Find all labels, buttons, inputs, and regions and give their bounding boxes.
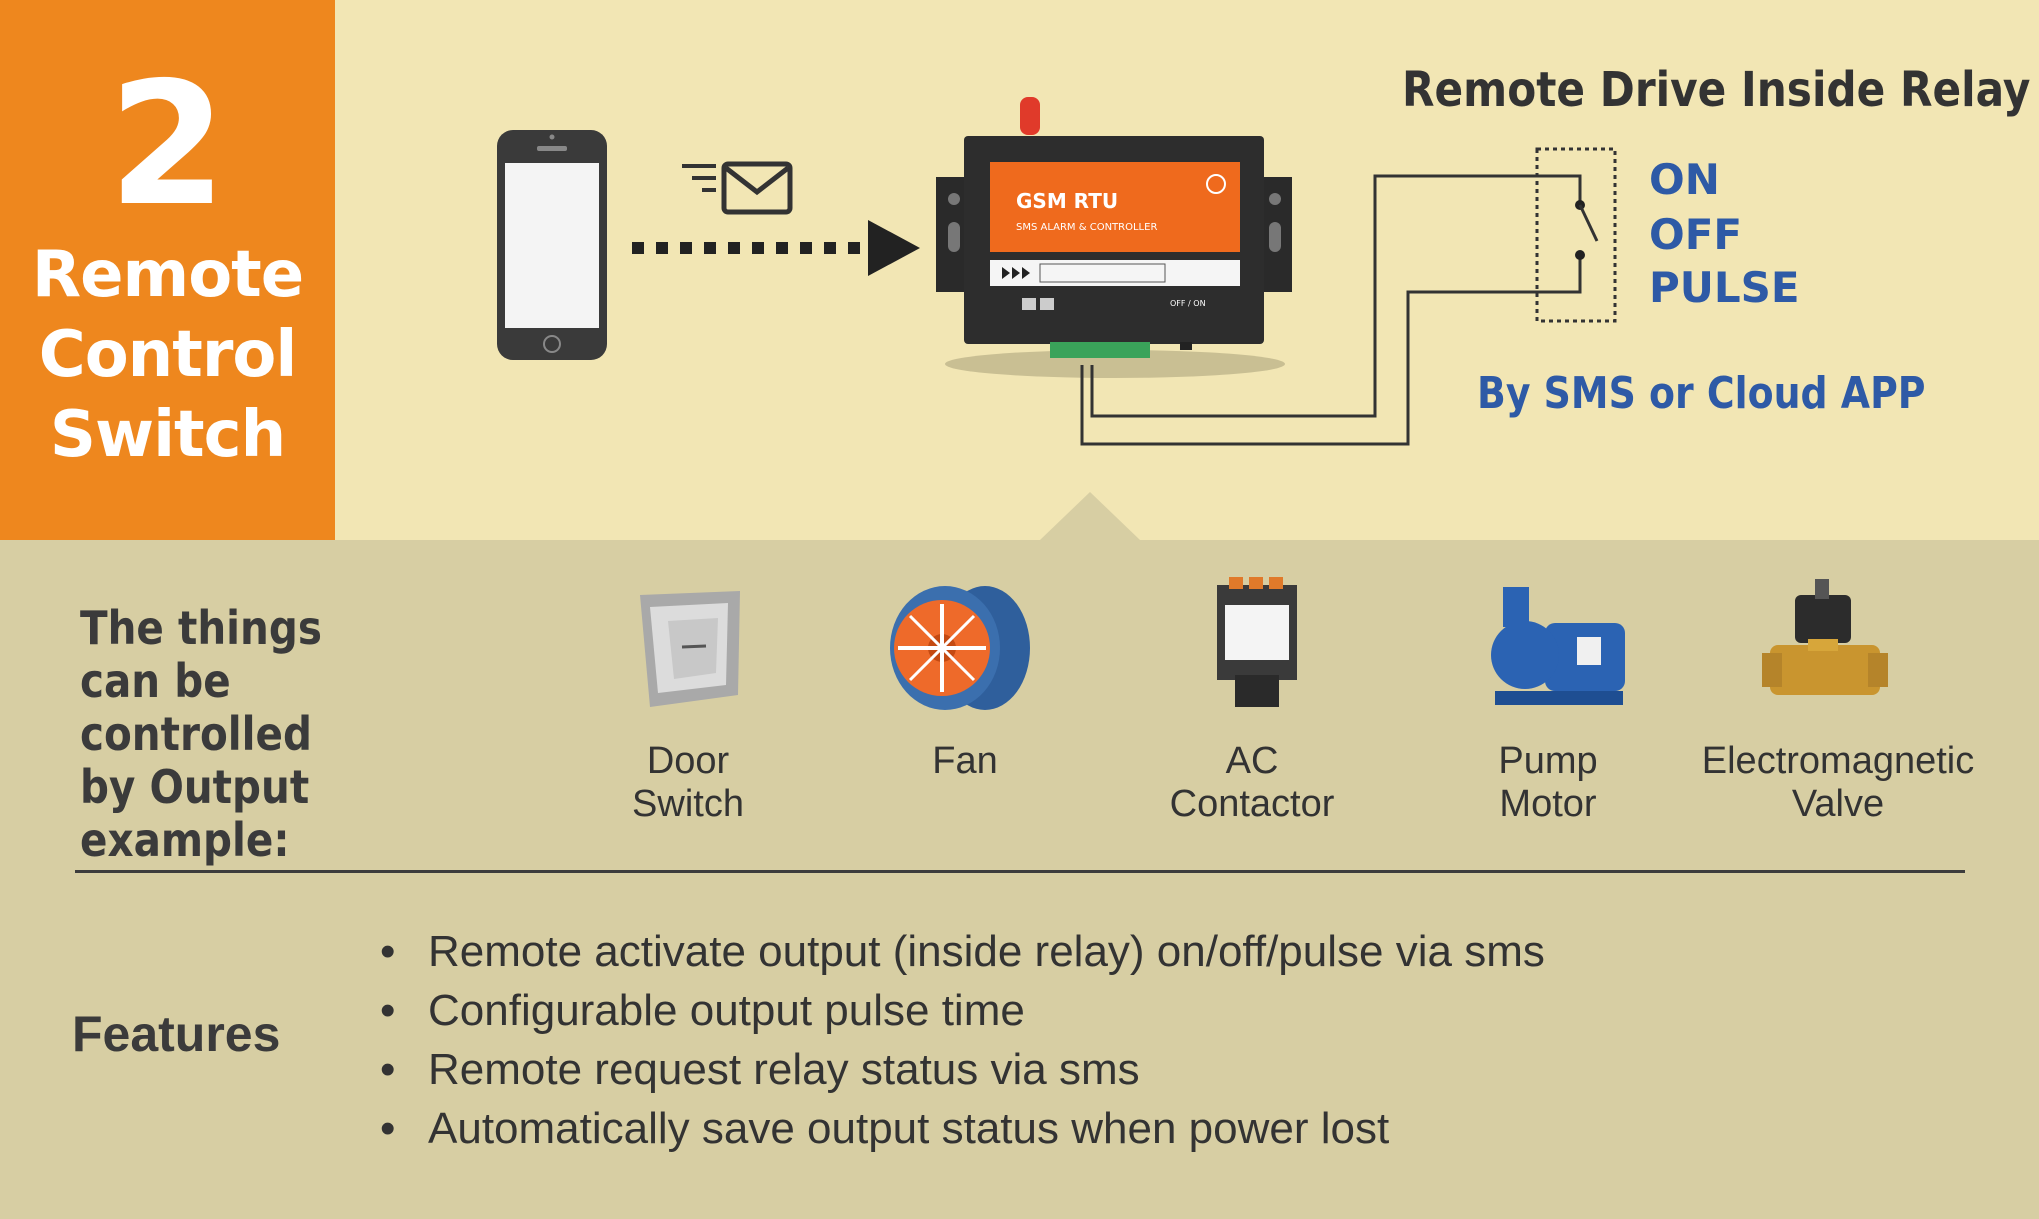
relay-switch-icon xyxy=(1535,147,1617,323)
badge-line-2: Control xyxy=(38,318,298,392)
relay-title: Remote Drive Inside Relay xyxy=(1402,62,2031,118)
item-door-switch: Door Switch xyxy=(632,740,744,825)
message-envelope-icon xyxy=(682,161,793,215)
control-method: By SMS or Cloud APP xyxy=(1477,368,1926,419)
controlled-heading: The things can be controlled by Output e… xyxy=(80,601,322,867)
valve-icon xyxy=(1762,579,1888,695)
section-divider xyxy=(75,870,1965,873)
badge-line-3: Switch xyxy=(49,398,286,472)
features-list: •Remote activate output (inside relay) o… xyxy=(380,922,1545,1158)
feature-item: •Automatically save output status when p… xyxy=(380,1099,1545,1158)
mode-off: OFF xyxy=(1649,210,1743,259)
item-pump-motor: Pump Motor xyxy=(1498,740,1598,825)
item-fan: Fan xyxy=(932,740,998,782)
bullet-icon: • xyxy=(380,1045,396,1094)
contactor-icon xyxy=(1217,577,1297,707)
bullet-icon: • xyxy=(380,986,396,1035)
feature-item: •Remote request relay status via sms xyxy=(380,1040,1545,1099)
sms-arrow xyxy=(632,220,920,276)
item-ac-contactor: AC Contactor xyxy=(1169,740,1335,825)
step-badge: 2 Remote Control Switch xyxy=(0,0,335,540)
mode-on: ON xyxy=(1649,155,1720,204)
relay-wiring xyxy=(1080,174,1582,446)
feature-item: •Configurable output pulse time xyxy=(380,981,1545,1040)
feature-item: •Remote activate output (inside relay) o… xyxy=(380,922,1545,981)
item-electromagnetic-valve: Electromagnetic Valve xyxy=(1701,740,1975,825)
mode-pulse: PULSE xyxy=(1649,263,1800,312)
features-label: Features xyxy=(72,1006,281,1062)
badge-line-1: Remote xyxy=(31,238,304,312)
door-switch-icon xyxy=(640,591,740,707)
bullet-icon: • xyxy=(380,1104,396,1153)
device-subtitle: SMS ALARM & CONTROLLER xyxy=(1016,222,1157,233)
gsm-rtu-device: GSM RTU SMS ALARM & CONTROLLER OFF / ON xyxy=(936,97,1292,378)
device-brand: GSM RTU xyxy=(1016,189,1118,213)
bullet-icon: • xyxy=(380,927,396,976)
panel-notch xyxy=(1040,492,1140,540)
pump-motor-icon xyxy=(1491,587,1625,705)
smartphone-icon xyxy=(497,130,607,360)
step-number: 2 xyxy=(108,46,227,244)
fan-icon xyxy=(890,586,1030,710)
device-switch-label: OFF / ON xyxy=(1170,299,1206,308)
